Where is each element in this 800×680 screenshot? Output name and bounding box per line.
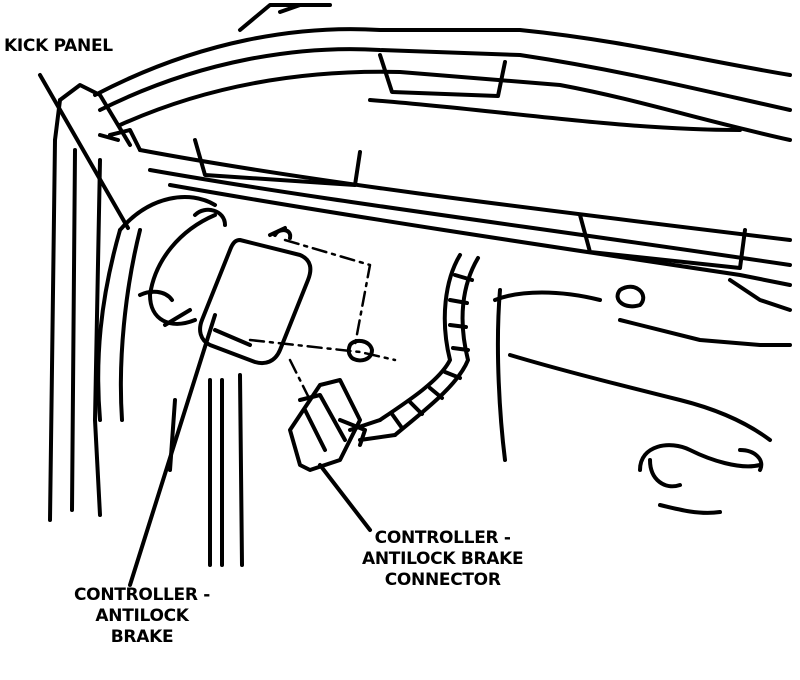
controller-module bbox=[198, 226, 313, 366]
dash-rail bbox=[138, 148, 792, 312]
mounting-nut bbox=[346, 338, 374, 363]
kick-panel-label: KICK PANEL bbox=[4, 36, 113, 56]
side-trim bbox=[96, 195, 217, 422]
connector-label: CONTROLLER - ANTILOCK BRAKE CONNECTOR bbox=[362, 528, 524, 590]
mounting-bracket bbox=[138, 207, 227, 327]
brake-connector bbox=[288, 378, 367, 472]
dashboard-panels bbox=[193, 53, 747, 270]
dashboard-outline bbox=[93, 3, 792, 142]
alignment-lines bbox=[248, 238, 397, 402]
controller-leader bbox=[128, 313, 217, 587]
kick-panel-pillar bbox=[48, 83, 142, 522]
leader-lines bbox=[38, 73, 372, 587]
controller-label: CONTROLLER - ANTILOCK BRAKE bbox=[74, 585, 211, 647]
column-lines bbox=[168, 373, 244, 567]
kick-panel-leader bbox=[38, 73, 130, 230]
wiring-harness bbox=[348, 253, 480, 442]
connector-leader bbox=[318, 463, 372, 532]
lower-structure bbox=[493, 288, 792, 515]
